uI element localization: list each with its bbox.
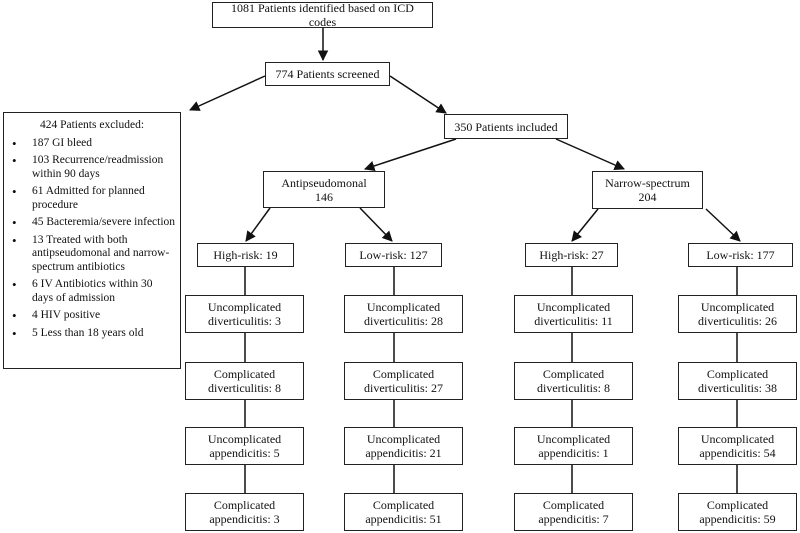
outcome-type: Complicated	[372, 498, 435, 512]
outcome-type: Uncomplicated	[700, 300, 775, 314]
risk-label: Low-risk: 127	[359, 248, 428, 262]
arrow-narrow-to-low-risk	[705, 208, 741, 242]
included-text: 350 Patients included	[454, 119, 558, 134]
outcome-box: Complicated diverticulitis: 27	[344, 362, 463, 400]
outcome-type: Complicated	[372, 367, 435, 381]
risk-label: High-risk: 19	[213, 248, 278, 262]
arrow-antipseudomonal-to-high-risk	[245, 207, 271, 242]
outcome-value: diverticulitis: 11	[534, 314, 613, 328]
outcome-type: Complicated	[706, 498, 769, 512]
outcome-type: Complicated	[706, 367, 769, 381]
excluded-item: 187 GI bleed	[12, 137, 176, 151]
excluded-box: 424 Patients excluded: 187 GI bleed 103 …	[3, 112, 181, 369]
risk-label: Low-risk: 177	[706, 248, 775, 262]
excluded-item: 61 Admitted for planned procedure	[12, 185, 176, 212]
group-name: Antipseudomonal	[281, 175, 367, 190]
outcome-value: appendicitis: 54	[699, 446, 776, 460]
screened-text: 774 Patients screened	[275, 67, 380, 81]
excluded-item: 4 HIV positive	[12, 309, 176, 323]
outcome-box: Uncomplicated appendicitis: 5	[185, 427, 304, 465]
outcome-value: diverticulitis: 28	[364, 314, 443, 328]
outcome-value: appendicitis: 5	[209, 446, 280, 460]
outcome-box: Complicated appendicitis: 51	[344, 493, 463, 531]
outcome-type: Uncomplicated	[207, 432, 282, 446]
outcome-box: Uncomplicated diverticulitis: 3	[185, 295, 304, 333]
excluded-item: 45 Bacteremia/severe infection	[12, 216, 176, 230]
outcome-box: Complicated appendicitis: 59	[678, 493, 797, 531]
outcome-value: diverticulitis: 8	[208, 381, 281, 395]
arrow-screened-to-excluded	[189, 75, 266, 111]
excluded-item: 103 Recurrence/readmission within 90 day…	[12, 154, 176, 181]
outcome-type: Complicated	[213, 498, 276, 512]
outcome-box: Uncomplicated appendicitis: 21	[344, 427, 463, 465]
excluded-item: 6 IV Antibiotics within 30 days of admis…	[12, 278, 176, 305]
outcome-value: appendicitis: 7	[538, 512, 609, 526]
outcome-type: Uncomplicated	[366, 432, 441, 446]
outcome-value: appendicitis: 21	[365, 446, 442, 460]
outcome-value: appendicitis: 3	[209, 512, 280, 526]
outcome-value: diverticulitis: 26	[698, 314, 777, 328]
outcome-type: Uncomplicated	[536, 432, 611, 446]
outcome-value: diverticulitis: 3	[208, 314, 281, 328]
antipseudomonal-box: Antipseudomonal 146	[263, 171, 385, 208]
outcome-type: Uncomplicated	[536, 300, 611, 314]
outcome-value: appendicitis: 51	[365, 512, 442, 526]
outcome-type: Uncomplicated	[207, 300, 282, 314]
screened-box: 774 Patients screened	[265, 62, 390, 86]
arrow-narrow-to-high-risk	[571, 208, 599, 242]
included-box: 350 Patients included	[444, 114, 568, 139]
outcome-box: Uncomplicated appendicitis: 1	[514, 427, 633, 465]
high-risk-box: High-risk: 19	[197, 243, 294, 267]
outcome-box: Complicated diverticulitis: 8	[185, 362, 304, 400]
outcome-value: appendicitis: 59	[699, 512, 776, 526]
outcome-box: Complicated diverticulitis: 8	[514, 362, 633, 400]
outcome-box: Complicated appendicitis: 7	[514, 493, 633, 531]
excluded-list: 187 GI bleed 103 Recurrence/readmission …	[8, 137, 176, 341]
arrow-antipseudomonal-to-low-risk	[359, 207, 393, 242]
outcome-type: Complicated	[213, 367, 276, 381]
outcome-type: Uncomplicated	[700, 432, 775, 446]
identified-box: 1081 Patients identified based on ICD co…	[212, 1, 433, 29]
outcome-box: Uncomplicated appendicitis: 54	[678, 427, 797, 465]
group-name: Narrow-spectrum	[605, 176, 690, 190]
group-count: 146	[315, 189, 333, 204]
outcome-value: appendicitis: 1	[538, 446, 609, 460]
excluded-title: 424 Patients excluded:	[39, 119, 145, 131]
outcome-box: Uncomplicated diverticulitis: 28	[344, 295, 463, 333]
low-risk-box: Low-risk: 177	[688, 243, 793, 267]
narrow-spectrum-box: Narrow-spectrum 204	[592, 171, 703, 209]
outcome-value: diverticulitis: 27	[364, 381, 443, 395]
excluded-item: 5 Less than 18 years old	[12, 327, 176, 341]
outcome-box: Complicated appendicitis: 3	[185, 493, 304, 531]
outcome-type: Complicated	[542, 498, 605, 512]
outcome-value: diverticulitis: 8	[537, 381, 610, 395]
arrow-screened-to-included	[389, 75, 447, 114]
outcome-type: Complicated	[542, 367, 605, 381]
arrow-included-to-antipseudomonal	[364, 138, 457, 172]
outcome-box: Uncomplicated diverticulitis: 26	[678, 295, 797, 333]
outcome-type: Uncomplicated	[366, 300, 441, 314]
identified-text: 1081 Patients identified based on ICD co…	[231, 1, 414, 29]
outcome-value: diverticulitis: 38	[698, 381, 777, 395]
outcome-box: Complicated diverticulitis: 38	[678, 362, 797, 400]
excluded-item: 13 Treated with both antipseudomonal and…	[12, 234, 176, 275]
low-risk-box: Low-risk: 127	[345, 243, 442, 267]
arrow-included-to-narrow-spectrum	[555, 138, 625, 170]
outcome-box: Uncomplicated diverticulitis: 11	[514, 295, 633, 333]
high-risk-box: High-risk: 27	[525, 243, 618, 267]
risk-label: High-risk: 27	[539, 248, 604, 262]
group-count: 204	[638, 190, 657, 204]
